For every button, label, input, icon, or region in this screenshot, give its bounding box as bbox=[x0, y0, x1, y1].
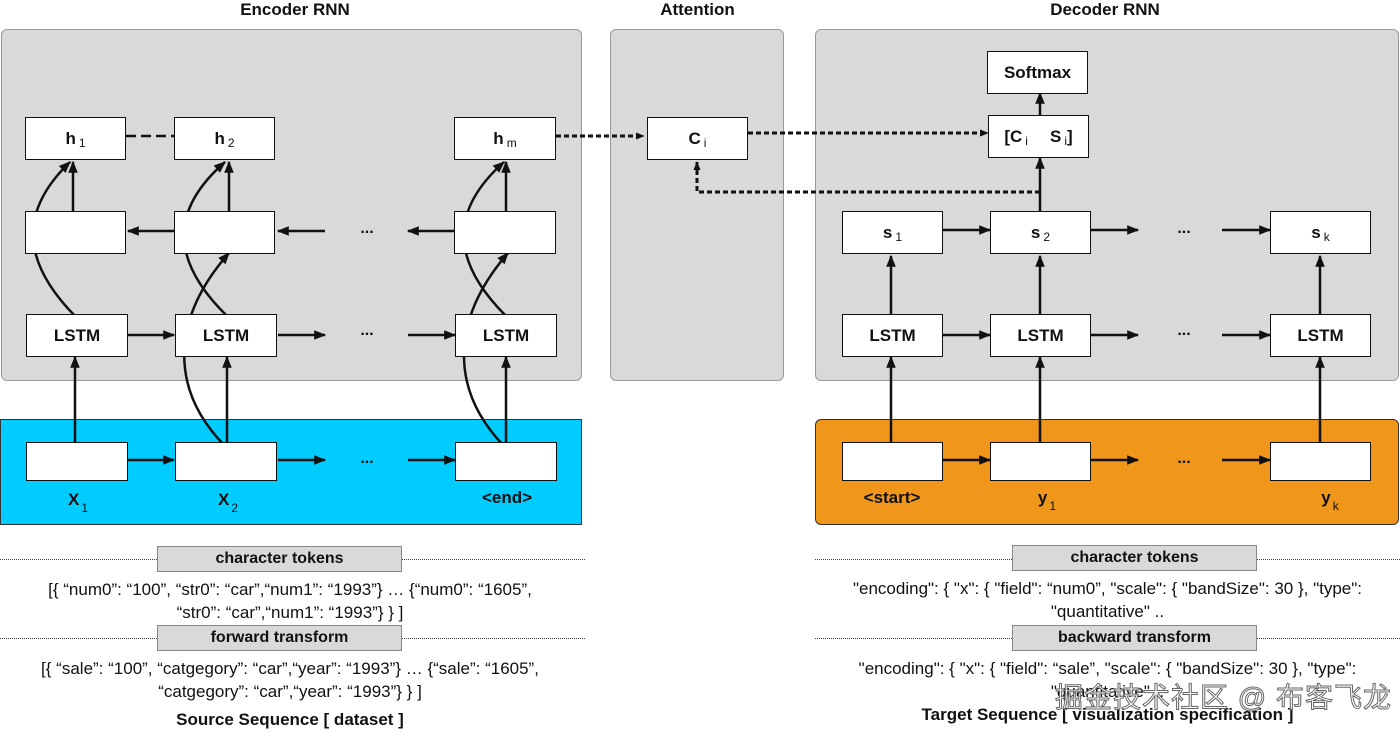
source-sequence-caption: Source Sequence [ dataset ] bbox=[176, 710, 404, 729]
decoder-output-start bbox=[842, 442, 943, 481]
encoder-input-x1 bbox=[26, 442, 128, 481]
source-tag-character-tokens: character tokens bbox=[157, 546, 402, 572]
watermark: 掘金技术社区 @ 布客飞龙 bbox=[1055, 682, 1392, 714]
encoder-backward-box-m bbox=[454, 211, 556, 254]
decoder-title: Decoder RNN bbox=[1050, 0, 1160, 19]
decoder-lstm-1: LSTM bbox=[842, 314, 943, 357]
decoder-softmax: Softmax bbox=[987, 51, 1088, 94]
decoder-lstm-k: LSTM bbox=[1270, 314, 1371, 357]
encoder-backward-box-2 bbox=[174, 211, 275, 254]
encoder-title: Encoder RNN bbox=[240, 0, 350, 19]
encoder-lstm-ellipsis: ... bbox=[360, 322, 374, 339]
encoder-input-end bbox=[455, 442, 557, 481]
target-backward-transform-text: "encoding": { "x": { "field": “sale”, "s… bbox=[858, 659, 1357, 701]
decoder-lstm-ellipsis: ... bbox=[1177, 322, 1191, 339]
decoder-lstm-2: LSTM bbox=[990, 314, 1091, 357]
attention-title: Attention bbox=[660, 0, 735, 19]
decoder-output-y1 bbox=[990, 442, 1091, 481]
decoder-output-ellipsis: ... bbox=[1177, 450, 1191, 467]
target-tag-character-tokens: character tokens bbox=[1012, 545, 1257, 571]
target-character-tokens-text: "encoding": { "x": { "field": “num0”, "s… bbox=[852, 579, 1363, 621]
source-tag-forward-transform: forward transform bbox=[157, 625, 402, 651]
encoder-backward-ellipsis: ... bbox=[360, 220, 374, 237]
encoder-input-x2 bbox=[175, 442, 277, 481]
decoder-output-yk bbox=[1270, 442, 1371, 481]
encoder-input-label-end: <end> bbox=[481, 488, 533, 507]
target-tag-backward-transform: backward transform bbox=[1012, 625, 1257, 651]
encoder-backward-box-1 bbox=[25, 211, 126, 254]
decoder-state-ellipsis: ... bbox=[1177, 220, 1191, 237]
source-forward-transform-text: [{ “sale”: “100”, “catgegory”: “car”,“ye… bbox=[41, 659, 539, 701]
target-sequence-caption: Target Sequence [ visualization specific… bbox=[921, 705, 1294, 724]
encoder-lstm-m: LSTM bbox=[455, 314, 557, 357]
decoder-output-label-start: <start> bbox=[863, 488, 921, 507]
encoder-input-ellipsis: ... bbox=[360, 450, 374, 467]
source-character-tokens-text: [{ “num0”: “100”, “str0”: “car”,“num1”: … bbox=[48, 580, 532, 622]
encoder-lstm-1: LSTM bbox=[26, 314, 128, 357]
attention-panel bbox=[610, 29, 784, 381]
encoder-lstm-2: LSTM bbox=[175, 314, 277, 357]
